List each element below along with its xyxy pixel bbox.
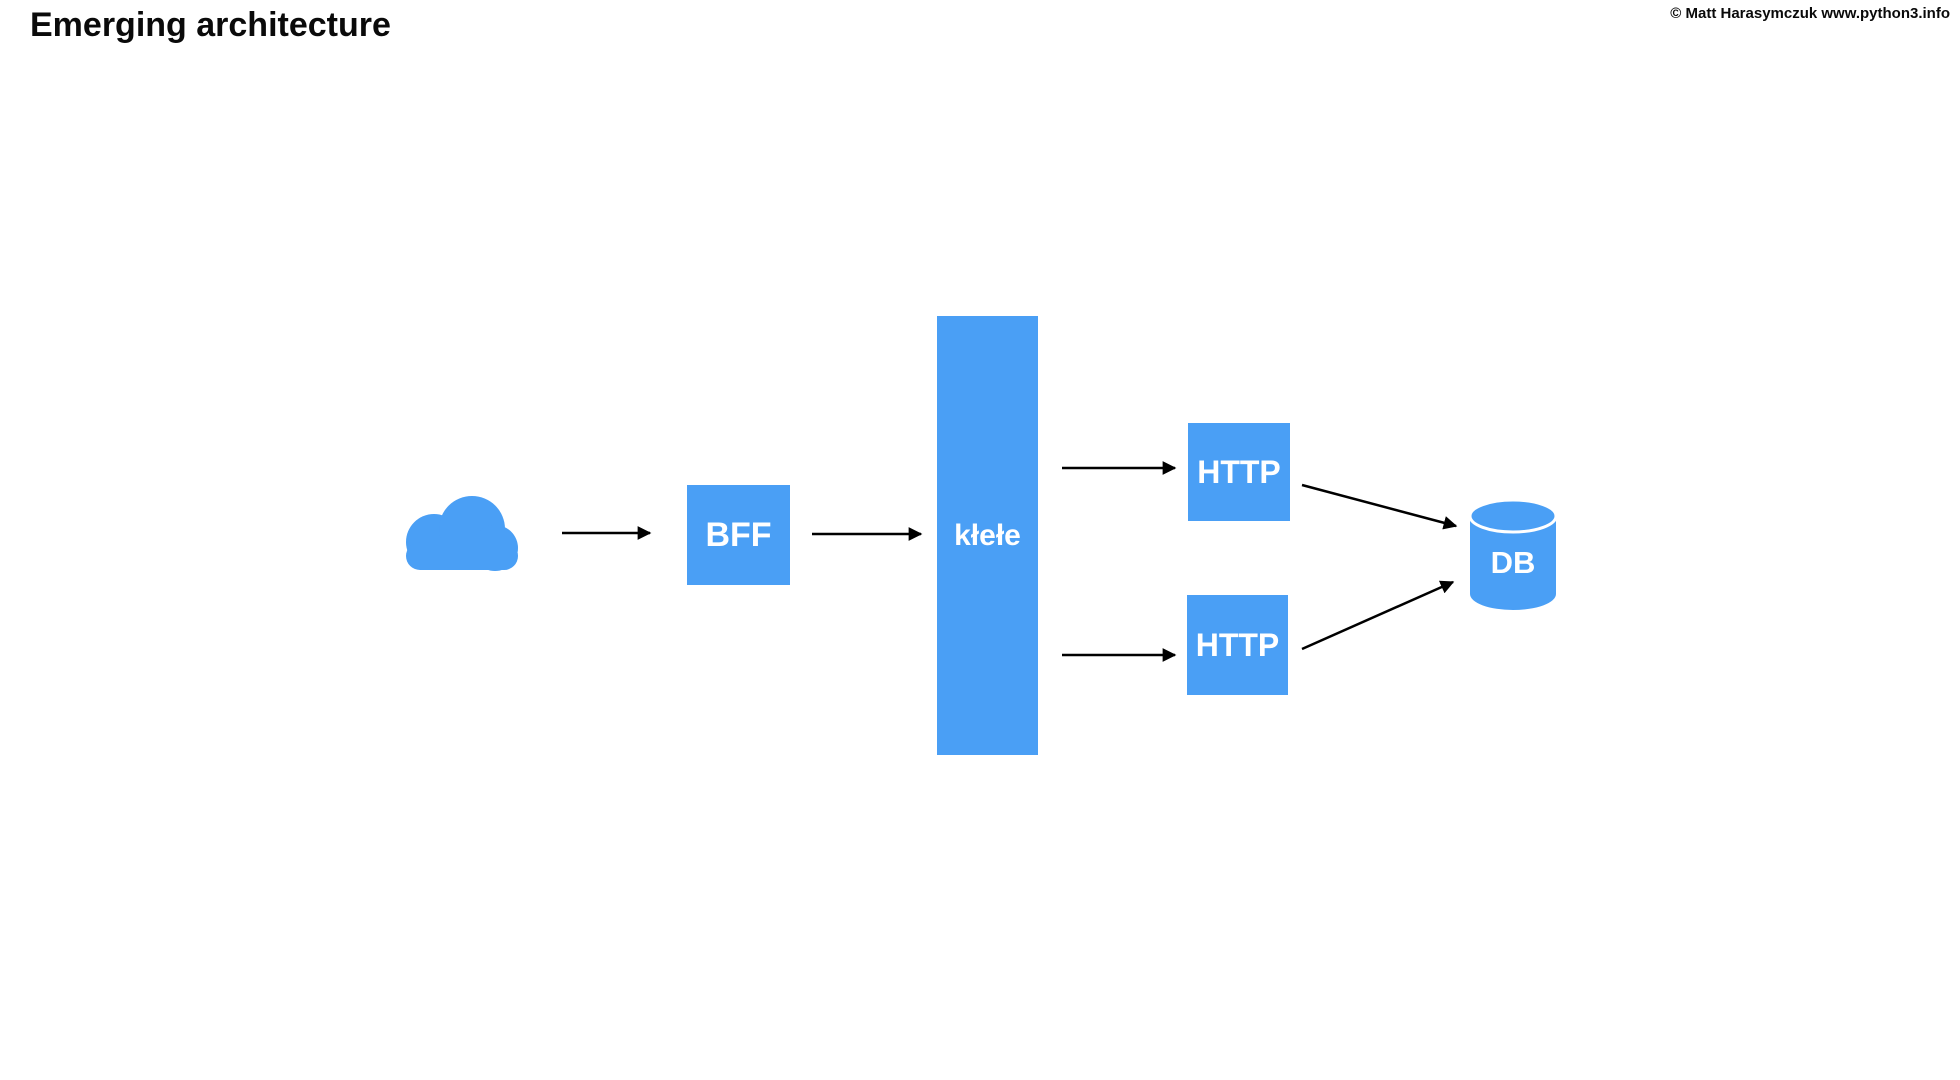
page-title: Emerging architecture [30, 6, 391, 44]
copyright-text: © Matt Harasymczuk www.python3.info [1670, 5, 1950, 22]
node-http-bottom-label: HTTP [1195, 626, 1280, 663]
node-klele: kłełe [937, 316, 1038, 755]
node-http-bottom: HTTP [1187, 595, 1288, 695]
database-cylinder-icon [1468, 498, 1558, 610]
node-db: DB [1470, 520, 1556, 606]
node-bff-label: BFF [705, 515, 772, 554]
arrow-http1-to-db [1301, 483, 1458, 530]
node-klele-label: kłełe [954, 518, 1021, 552]
node-http-top-label: HTTP [1197, 453, 1281, 490]
arrow-http2-to-db [1301, 580, 1455, 651]
cloud-icon [406, 496, 518, 571]
node-db-label: DB [1490, 545, 1536, 580]
node-http-top: HTTP [1188, 423, 1290, 521]
node-bff: BFF [687, 485, 790, 585]
